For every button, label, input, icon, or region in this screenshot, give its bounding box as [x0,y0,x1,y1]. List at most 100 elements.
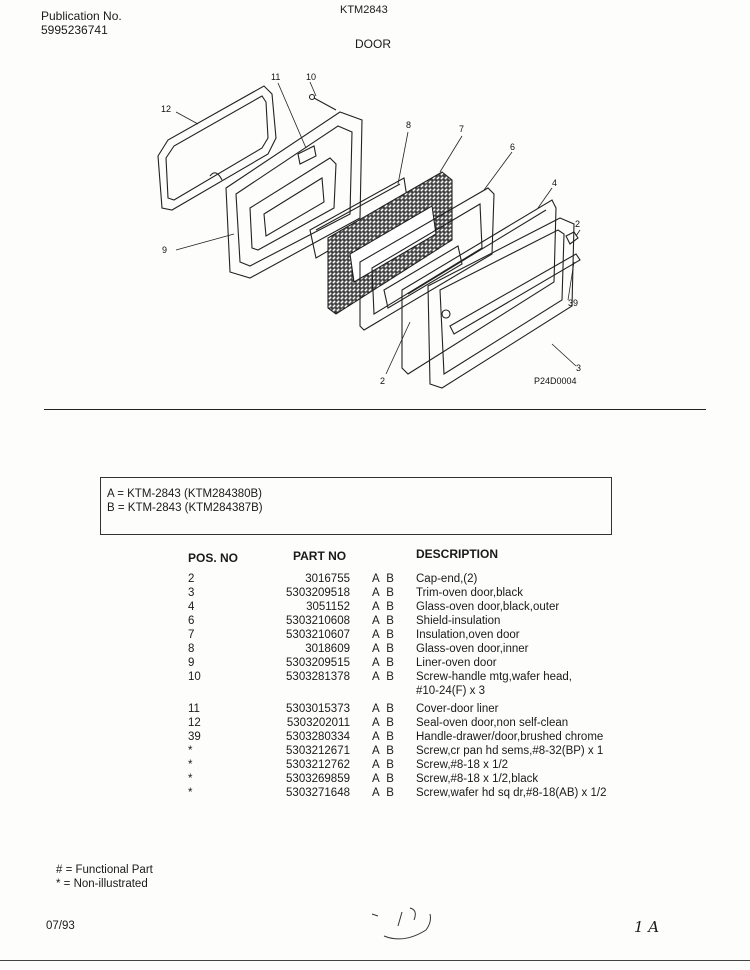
callout-10: 10 [306,72,316,82]
description: Screw,#8-18 x 1/2,black [416,773,539,785]
revision-date: 07/93 [46,920,75,932]
callout-39: 39 [568,298,578,308]
model-codes: A B [372,601,394,613]
handwritten-mark [371,907,431,940]
callout-3: 3 [576,363,581,373]
bottom-edge [0,960,750,961]
model-codes: A B [372,615,394,627]
part-no: 5303281378 [286,671,350,683]
callout-9: 9 [162,245,167,255]
part-2-cap-end [565,231,579,245]
table-row: * 5303212762 A B Screw,#8-18 x 1/2 [0,758,750,772]
callout-2-bottom: 2 [380,376,385,386]
table-row: 4 3051152 A B Glass-oven door,black,oute… [0,600,750,614]
part-7-insulation [327,171,453,315]
header-pos-no: POS. NO [188,551,239,565]
model-codes: A B [372,671,394,683]
table-row: 11 5303015373 A B Cover-door liner [0,702,750,716]
model-codes: A B [372,573,394,585]
footnote-non-illustrated: * = Non-illustrated [56,878,148,890]
table-row: 9 5303209515 A B Liner-oven door [0,656,750,670]
table-row: 3 5303209518 A B Trim-oven door,black [0,586,750,600]
description: Cap-end,(2) [416,573,478,585]
part-no: 5303212762 [286,759,350,771]
part-no: 5303209515 [286,657,350,669]
publication-number: 5995236741 [41,23,108,37]
part-11-cover [297,145,317,165]
part-no: 5303271648 [286,787,350,799]
part-9-liner [225,111,363,279]
pos-no: 12 [188,717,201,729]
description: Shield-insulation [416,615,501,627]
model-codes: A B [372,657,394,669]
description: Screw,cr pan hd sems,#8-32(BP) x 1 [416,745,604,757]
part-no: 5303280334 [286,731,350,743]
leader-lines [175,81,581,375]
pos-no: 8 [188,643,195,655]
table-row: * 5303271648 A B Screw,wafer hd sq dr,#8… [0,786,750,800]
description: Cover-door liner [416,703,499,715]
section-title: DOOR [355,37,391,51]
part-39-handle [441,253,581,335]
callout-2-right: 2 [575,219,580,229]
table-row: 39 5303280334 A B Handle-drawer/door,bru… [0,730,750,744]
callout-4: 4 [552,178,557,188]
table-row: 10 5303281378 A B Screw-handle mtg,wafer… [0,670,750,684]
description: Trim-oven door,black [416,587,523,599]
table-row: * 5303212671 A B Screw,cr pan hd sems,#8… [0,744,750,758]
pos-no: * [188,773,193,785]
pos-no: 39 [188,731,201,743]
part-3-trim [427,217,575,389]
exploded-door-diagram: 11 10 12 8 7 6 4 2 9 39 3 2 P24D0004 [157,72,581,389]
section-divider [44,409,706,410]
part-no: 5303015373 [286,703,350,715]
model-codes: A B [372,759,394,771]
description: Insulation,oven door [416,629,520,641]
model-codes: A B [372,787,394,799]
pos-no: 9 [188,657,195,669]
table-row: 12 5303202011 A B Seal-oven door,non sel… [0,716,750,730]
part-no: 5303209518 [286,587,350,599]
pos-no: 7 [188,629,195,641]
pos-no: * [188,745,193,757]
callout-11: 11 [271,72,280,82]
description: Glass-oven door,black,outer [416,601,560,613]
figure-id: P24D0004 [534,376,577,386]
pos-no: 6 [188,615,195,627]
pos-no: * [188,759,193,771]
model-codes: A B [372,643,394,655]
part-no: 5303210607 [286,629,350,641]
callout-6: 6 [510,142,515,152]
part-12-seal [157,85,277,211]
description: Screw,#8-18 x 1/2 [416,759,509,771]
pos-no: 2 [188,573,195,585]
model-codes: A B [372,587,394,599]
description: Liner-oven door [416,657,497,669]
description: Screw-handle mtg,wafer head, [416,671,572,683]
description: Glass-oven door,inner [416,643,529,655]
callout-12: 12 [161,104,171,114]
part-no: 5303212671 [286,745,350,757]
description: Seal-oven door,non self-clean [416,717,569,729]
table-row: 7 5303210607 A B Insulation,oven door [0,628,750,642]
table-row: * 5303269859 A B Screw,#8-18 x 1/2,black [0,772,750,786]
description: Screw,wafer hd sq dr,#8-18(AB) x 1/2 [416,787,607,799]
description: Handle-drawer/door,brushed chrome [416,731,604,743]
legend-a: A = KTM-2843 (KTM284380B) [107,488,263,500]
part-no: 5303210608 [286,615,350,627]
part-10-screw [308,93,337,111]
description-continued: #10-24(F) x 3 [416,685,486,697]
pos-no: 3 [188,587,195,599]
model-legend: A = KTM-2843 (KTM284380B) B = KTM-2843 (… [100,477,612,535]
pos-no: 10 [188,671,201,683]
model-codes: A B [372,703,394,715]
model-codes: A B [372,629,394,641]
footnote-functional: # = Functional Part [56,864,153,876]
part-no: 3051152 [306,601,350,613]
part-no: 3016755 [305,573,350,585]
model-codes: A B [372,717,394,729]
pos-no: 11 [188,703,200,715]
model-codes: A B [372,745,394,757]
legend-b: B = KTM-2843 (KTM284387B) [107,502,263,514]
part-4-outer-glass [401,199,557,375]
